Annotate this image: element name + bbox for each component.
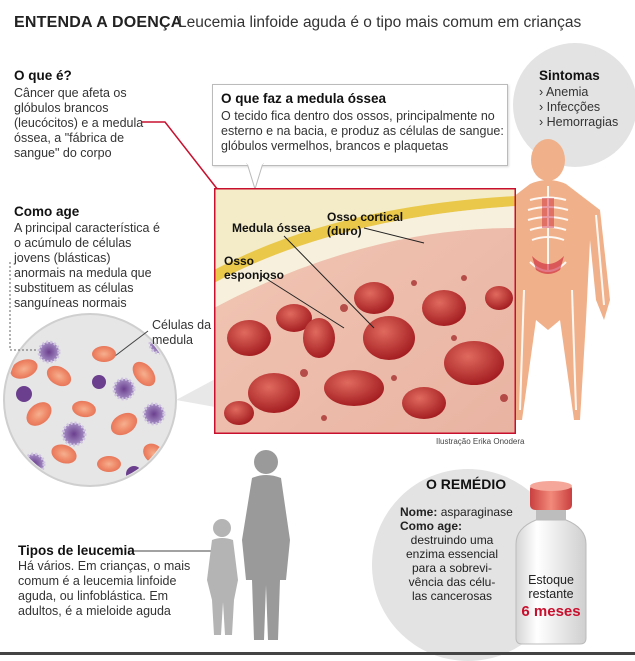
callout-pointer xyxy=(246,163,264,191)
connector-line xyxy=(142,121,219,191)
symptoms-section: Sintomas Anemia Infecções Hemorragias xyxy=(539,68,629,130)
what-is-heading: O que é? xyxy=(14,68,72,83)
page-title: ENTENDA A DOENÇA xyxy=(14,14,183,31)
bottom-divider xyxy=(0,652,635,655)
vial-icon xyxy=(515,481,587,645)
remedy-how-line: las cancerosas xyxy=(411,589,493,603)
symptoms-heading: Sintomas xyxy=(539,68,600,83)
bone-label-cortical-line: (duro) xyxy=(327,224,362,238)
symptom-item: Anemia xyxy=(539,85,629,100)
bone-label-spongy-line: Osso xyxy=(224,254,255,268)
symptom-item: Hemorragias xyxy=(539,115,629,130)
what-is-line: sangue" do corpo xyxy=(14,146,112,160)
stock-value: 6 meses xyxy=(521,603,581,620)
page-subtitle: Leucemia linfoide aguda é o tipo mais co… xyxy=(178,14,582,31)
what-is-line: Câncer que afeta os xyxy=(14,86,127,100)
dotted-connector xyxy=(9,262,42,351)
symptom-item: Infecções xyxy=(539,100,629,115)
marrow-callout-line: esterno e na bacia, e produz as células … xyxy=(221,124,504,138)
adult-silhouette xyxy=(242,450,290,640)
bone-cross-section xyxy=(214,188,516,434)
types-line: Há vários. Em crianças, o mais xyxy=(18,559,191,573)
how-acts-section: Como age A principal característica é o … xyxy=(14,204,194,311)
remedy-how-label: Como age: xyxy=(400,519,463,533)
cells-label-connector xyxy=(114,330,149,357)
bone-label-spongy-line: esponjoso xyxy=(224,268,285,282)
skeleton-figure xyxy=(486,139,610,420)
bone-label-spongy: Osso esponjoso xyxy=(224,254,284,282)
remedy-name-value: asparaginase xyxy=(440,505,513,519)
marrow-callout-line: glóbulos vermelhos, brancos e plaquetas xyxy=(221,139,449,153)
remedy-details: Nome: asparaginase Como age: destruindo … xyxy=(400,505,520,603)
how-acts-line: sanguíneas normais xyxy=(14,296,127,310)
types-line: adultos, é a mieloide aguda xyxy=(18,604,171,618)
how-acts-heading: Como age xyxy=(14,204,80,219)
marrow-cells-label-line: medula xyxy=(152,333,193,347)
marrow-cells-label-line: Células da xyxy=(152,318,212,332)
what-is-line: glóbulos brancos xyxy=(14,101,109,115)
marrow-callout-heading: O que faz a medula óssea xyxy=(221,91,387,106)
stock-label-line: restante xyxy=(528,587,574,601)
types-line: comum é a leucemia linfoide xyxy=(18,574,177,588)
what-is-line: (leucócitos) e a medula xyxy=(14,116,144,130)
remedy-how-line: vência das célu- xyxy=(408,575,496,589)
illustration-credit: Ilustração Erika Onodera xyxy=(436,437,525,446)
symptoms-list: Anemia Infecções Hemorragias xyxy=(539,85,629,130)
how-acts-line: A principal característica é xyxy=(14,221,160,235)
how-acts-line: jovens (blásticas) xyxy=(14,251,111,265)
bone-label-cortical-line: Osso cortical xyxy=(327,210,404,224)
marrow-callout-line: O tecido fica dentro dos ossos, principa… xyxy=(221,109,495,123)
what-is-line: óssea, a "fábrica de xyxy=(14,131,125,145)
remedy-heading: O REMÉDIO xyxy=(426,476,507,492)
how-acts-line: o acúmulo de células xyxy=(14,236,132,250)
types-line: aguda, ou linfoblástica. Em xyxy=(18,589,169,603)
remedy-how-line: destruindo uma xyxy=(410,533,494,547)
how-acts-line: substituem as células xyxy=(14,281,134,295)
remedy-how-line: para a sobrevi- xyxy=(411,561,493,575)
marrow-cells-illustration xyxy=(6,333,170,482)
bone-label-marrow: Medula óssea xyxy=(232,221,311,235)
vial-label: Estoque restante 6 meses xyxy=(512,573,590,620)
remedy-how-line: enzima essencial xyxy=(405,547,499,561)
child-silhouette xyxy=(207,519,238,635)
marrow-cells-label: Células da medula xyxy=(152,318,222,348)
types-section: Tipos de leucemia Há vários. Em crianças… xyxy=(18,543,208,619)
remedy-name-label: Nome: xyxy=(400,505,438,519)
types-heading: Tipos de leucemia xyxy=(18,543,135,558)
marrow-callout-box: O que faz a medula óssea O tecido fica d… xyxy=(212,84,508,166)
stock-label-line: Estoque xyxy=(528,573,574,587)
how-acts-line: anormais na medula que xyxy=(14,266,152,280)
what-is-section: O que é? Câncer que afeta os glóbulos br… xyxy=(14,68,174,161)
header: ENTENDA A DOENÇA Leucemia linfoide aguda… xyxy=(0,0,635,40)
bone-label-cortical: Osso cortical (duro) xyxy=(327,210,403,238)
